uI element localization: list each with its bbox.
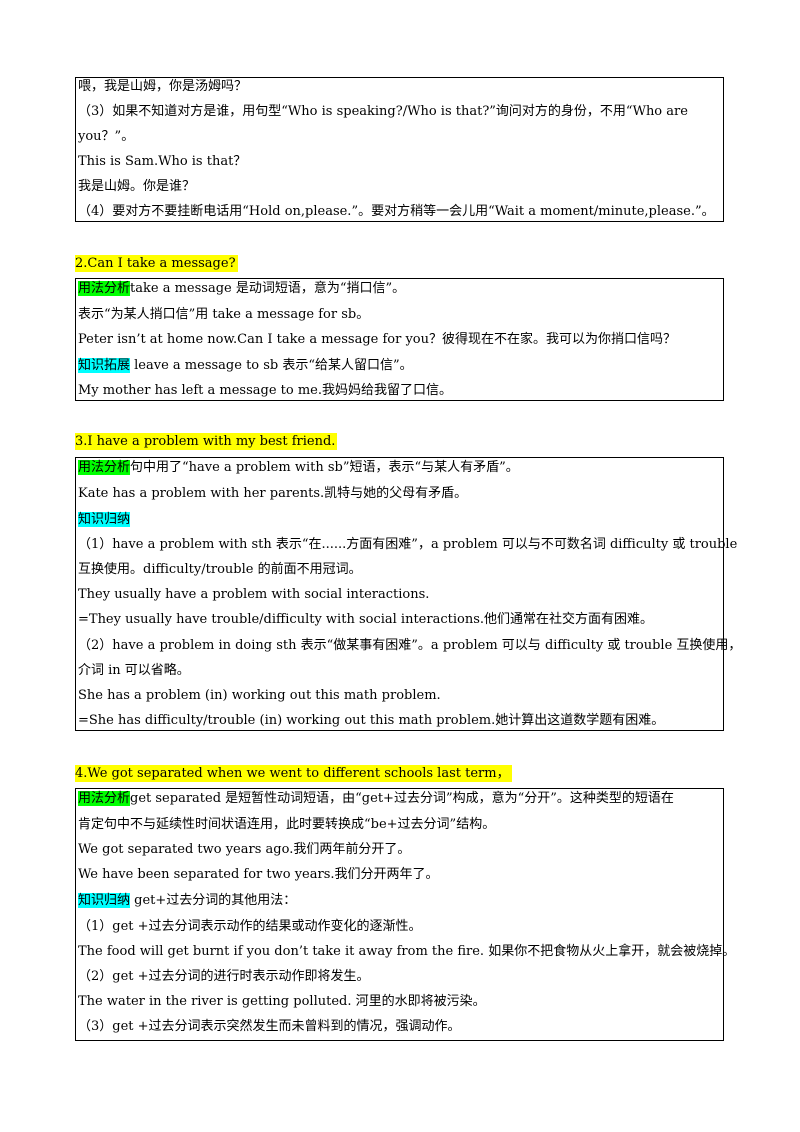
text-line: 知识归纳 get+过去分词的其他用法： (78, 893, 719, 909)
text-line: 介词 in 可以省略。 (78, 663, 190, 678)
section-heading-3: 3.I have a problem with my best friend. (75, 433, 338, 450)
text-line: 知识归纳 (78, 512, 719, 528)
phone-usage-box: 喂，我是山姆，你是汤姆吗？ （3）如果不知道对方是谁，用句型“Who is sp… (75, 77, 724, 222)
text-line: （1）get +过去分词表示动作的结果或动作变化的逐渐性。 (78, 919, 422, 934)
text-line: （2）have a problem in doing sth 表示“做某事有困难… (78, 638, 742, 653)
usage-analysis-tag: 用法分析 (78, 460, 131, 475)
text-line: 用法分析get separated 是短暂性动词短语，由“get+过去分词”构成… (78, 791, 719, 807)
text-line: The food will get burnt if you don’t tak… (78, 944, 736, 959)
usage-analysis-tag: 用法分析 (78, 281, 131, 296)
text-line: （1）have a problem with sth 表示“在......方面有… (78, 537, 738, 552)
text-line: This is Sam.Who is that？ (78, 154, 247, 169)
get-separated-box: 用法分析get separated 是短暂性动词短语，由“get+过去分词”构成… (75, 788, 736, 1041)
knowledge-summary-tag: 知识归纳 (78, 893, 131, 908)
text-line: 表示“为某人捎口信”用 take a message for sb。 (78, 307, 370, 322)
text-line: My mother has left a message to me.我妈妈给我… (78, 383, 453, 398)
section-heading-4: 4.We got separated when we went to diffe… (75, 765, 512, 782)
text-line: you？”。 (78, 129, 135, 144)
text-line: 用法分析take a message 是动词短语，意为“捎口信”。 (78, 281, 719, 297)
text-line: （3）get +过去分词表示突然发生而未曾料到的情况，强调动作。 (78, 1019, 461, 1034)
take-message-box: 用法分析take a message 是动词短语，意为“捎口信”。 表示“为某人… (75, 278, 724, 401)
text-line: We have been separated for two years.我们分… (78, 867, 439, 882)
text-line: We got separated two years ago.我们两年前分开了。 (78, 842, 411, 857)
text-line: The water in the river is getting pollut… (78, 994, 486, 1009)
text-line: 我是山姆。你是谁？ (78, 179, 196, 194)
text-line: 用法分析句中用了“have a problem with sb”短语，表示“与某… (78, 460, 719, 476)
have-problem-box: 用法分析句中用了“have a problem with sb”短语，表示“与某… (75, 457, 742, 731)
text-line: =They usually have trouble/difficulty wi… (78, 612, 654, 627)
section-heading-2: 2.Can I take a message? (75, 255, 238, 272)
text-line: They usually have a problem with social … (78, 587, 430, 602)
text-span: get+过去分词的其他用法： (130, 893, 297, 908)
text-line: 喂，我是山姆，你是汤姆吗？ (78, 79, 248, 94)
text-line: Peter isn’t at home now.Can I take a mes… (78, 332, 677, 347)
text-line: Kate has a problem with her parents.凯特与她… (78, 486, 468, 501)
text-line: =She has difficulty/trouble (in) working… (78, 713, 665, 728)
text-span: get separated 是短暂性动词短语，由“get+过去分词”构成，意为“… (130, 791, 674, 806)
text-line: （3）如果不知道对方是谁，用句型“Who is speaking?/Who is… (78, 104, 688, 119)
text-span: leave a message to sb 表示“给某人留口信”。 (130, 358, 413, 373)
text-span: 句中用了“have a problem with sb”短语，表示“与某人有矛盾… (130, 460, 519, 475)
usage-analysis-tag: 用法分析 (78, 791, 131, 806)
knowledge-extension-tag: 知识拓展 (78, 358, 131, 373)
text-line: （2）get +过去分词的进行时表示动作即将发生。 (78, 969, 370, 984)
knowledge-summary-tag: 知识归纳 (78, 512, 131, 527)
text-line: （4）要对方不要挂断电话用“Hold on,please.”。要对方稍等一会儿用… (78, 204, 715, 219)
text-line: 肯定句中不与延续性时间状语连用，此时要转换成“be+过去分词”结构。 (78, 817, 496, 832)
text-span: take a message 是动词短语，意为“捎口信”。 (130, 281, 406, 296)
text-line: She has a problem (in) working out this … (78, 688, 441, 703)
text-line: 知识拓展 leave a message to sb 表示“给某人留口信”。 (78, 358, 719, 374)
text-line: 互换使用。difficulty/trouble 的前面不用冠词。 (78, 562, 362, 577)
